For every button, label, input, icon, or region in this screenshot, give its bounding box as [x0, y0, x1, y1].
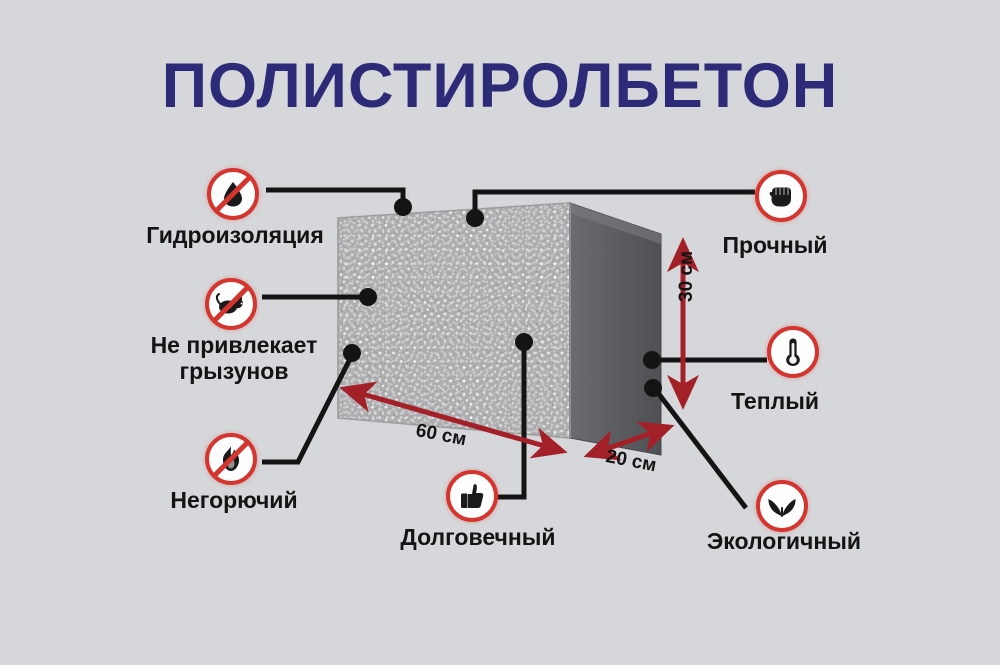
thermometer-icon [767, 326, 819, 378]
water-drop-icon [207, 168, 259, 220]
dimension-arrow-width [583, 421, 675, 461]
leader-fire [262, 353, 355, 465]
dimension-label-height: 30 см [676, 250, 697, 302]
leaf-sprout-glyph [760, 484, 804, 528]
mouse-icon [205, 278, 257, 330]
feature-label-hydro: Гидроизоляция [146, 222, 324, 248]
feature-label-fire: Негорючий [170, 487, 298, 513]
fist-icon [755, 170, 807, 222]
leader-dot-warm [643, 351, 661, 369]
thermometer-glyph [771, 330, 815, 374]
feature-label-durable: Долговечный [400, 524, 556, 550]
leader-strong [472, 189, 755, 216]
leader-hydro [266, 187, 406, 205]
leaf-sprout-icon [756, 480, 808, 532]
feature-label-strong: Прочный [722, 232, 828, 258]
flame-icon [205, 433, 257, 485]
leader-dot-eco [644, 379, 662, 397]
fist-glyph [759, 174, 803, 218]
page-title: ПОЛИСТИРОЛБЕТОН [161, 51, 839, 121]
leader-dot-rodent [359, 288, 377, 306]
leader-dot-durable [515, 333, 533, 351]
leader-dots [343, 198, 662, 397]
thumbs-up-glyph [450, 474, 494, 518]
leader-dot-hydro [394, 198, 412, 216]
leader-dot-fire [343, 344, 361, 362]
feature-label-rodent: Не привлекает грызунов [150, 332, 318, 385]
feature-label-eco: Экологичный [706, 528, 862, 554]
dimension-arrows [339, 237, 700, 461]
leader-dot-strong [466, 209, 484, 227]
feature-label-warm: Теплый [731, 388, 819, 414]
dimension-arrow-length [339, 381, 568, 459]
thumbs-up-icon [446, 470, 498, 522]
polystyrene-concrete-block [337, 201, 662, 456]
